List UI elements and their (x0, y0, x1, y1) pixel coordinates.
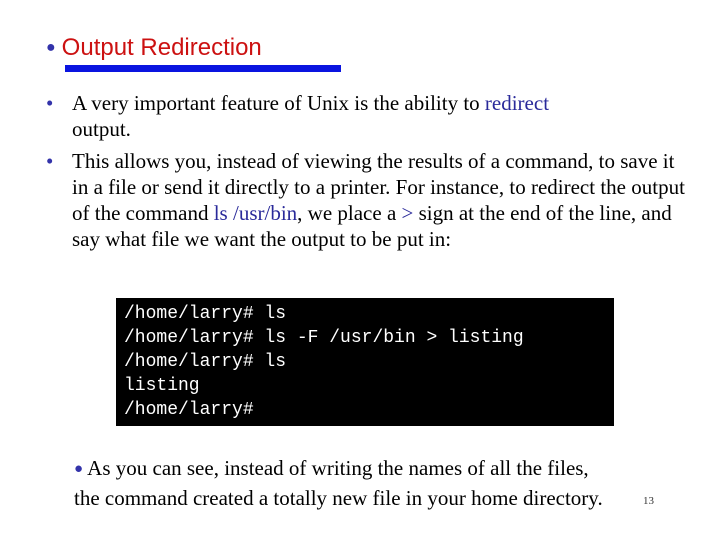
bullet-icon: ● (46, 39, 56, 56)
bullet-icon: • (46, 91, 54, 115)
terminal-line: /home/larry# ls (124, 352, 287, 372)
text: sign at the end of the line, and say wha… (72, 201, 672, 251)
text: This allows you, instead of viewing the … (72, 149, 685, 225)
terminal-block: /home/larry# ls/home/larry# ls -F /usr/b… (116, 298, 614, 426)
terminal-line: /home/larry# (124, 400, 254, 420)
bullet-icon: ● (74, 461, 84, 477)
closing-line: As you can see, instead of writing the n… (87, 456, 589, 480)
highlight-usr-bin: /usr/bin (232, 201, 298, 225)
page-number: 13 (643, 495, 654, 507)
text: , we place a (297, 201, 402, 225)
bullet-list: • A very important feature of Unix is the… (46, 90, 686, 258)
slide-title: ● Output Redirection (46, 34, 262, 62)
bullet-item: • A very important feature of Unix is the… (46, 90, 686, 142)
closing-line: the command created a totally new file i… (74, 486, 603, 510)
text: A very important feature of Unix is the … (72, 91, 485, 115)
closing-text: ● As you can see, instead of writing the… (74, 454, 603, 513)
title-text: Output Redirection (61, 34, 262, 61)
highlight-gt: > (401, 201, 414, 225)
terminal-line: listing (124, 376, 200, 396)
text: output. (72, 117, 131, 141)
terminal-line: /home/larry# ls -F /usr/bin > listing (124, 328, 524, 348)
highlight-redirect: redirect (484, 91, 550, 115)
highlight-ls: ls (213, 201, 228, 225)
title-underline (65, 65, 341, 72)
bullet-icon: • (46, 149, 54, 173)
terminal-line: /home/larry# ls (124, 304, 287, 324)
bullet-item: • This allows you, instead of viewing the… (46, 148, 686, 252)
